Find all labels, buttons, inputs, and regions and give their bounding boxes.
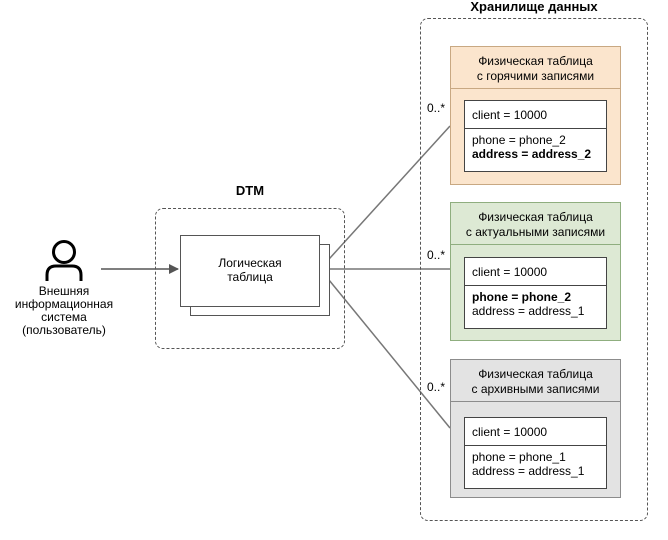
multiplicity-archive: 0..* xyxy=(427,380,446,394)
actor-label-4: (пользователь) xyxy=(22,323,106,337)
current-header-line-2: с актуальными записями xyxy=(465,225,606,239)
archive-records-table: Физическая таблица с архивными записями … xyxy=(450,359,621,498)
actor-label-1: Внешняя xyxy=(38,284,90,298)
actor-label: Внешняя информационная система (пользова… xyxy=(4,285,124,337)
current-record: client = 10000 phone = phone_2 address =… xyxy=(464,257,607,329)
logical-table-label-1: Логическая xyxy=(218,256,282,270)
hot-record-address: address = address_2 xyxy=(472,147,592,161)
actor-label-3: система xyxy=(41,310,87,324)
dtm-title: DTM xyxy=(235,183,265,198)
hot-header-line-1: Физическая таблица xyxy=(478,54,593,68)
hot-records-table: Физическая таблица с горячими записями c… xyxy=(450,46,621,185)
logical-table: Логическая таблица xyxy=(180,235,320,307)
archive-record-address: address = address_1 xyxy=(472,464,585,478)
storage-title: Хранилище данных xyxy=(470,0,598,14)
archive-record: client = 10000 phone = phone_1 address =… xyxy=(464,417,607,489)
current-records-table: Физическая таблица с актуальными записям… xyxy=(450,202,621,341)
hot-record-phone: phone = phone_2 xyxy=(472,133,566,147)
hot-record: client = 10000 phone = phone_2 address =… xyxy=(464,100,607,172)
archive-header-line-1: Физическая таблица xyxy=(478,367,593,381)
multiplicity-hot: 0..* xyxy=(427,101,446,115)
current-record-phone: phone = phone_2 xyxy=(472,290,572,304)
storage-container xyxy=(420,18,648,521)
archive-record-phone: phone = phone_1 xyxy=(472,450,566,464)
hot-records-table-header: Физическая таблица с горячими записями xyxy=(451,47,620,89)
current-header-line-1: Физическая таблица xyxy=(478,210,593,224)
link-hot-table xyxy=(319,125,451,270)
actor-label-2: информационная xyxy=(14,297,114,311)
multiplicity-current: 0..* xyxy=(427,248,446,262)
logical-table-label-2: таблица xyxy=(227,270,273,284)
archive-records-table-header: Физическая таблица с архивными записями xyxy=(451,360,620,402)
user-icon xyxy=(45,240,83,281)
archive-record-client: client = 10000 xyxy=(465,418,606,446)
dtm-container xyxy=(155,208,345,349)
link-archive-table xyxy=(319,268,451,429)
current-record-address: address = address_1 xyxy=(472,304,585,318)
hot-header-line-2: с горячими записями xyxy=(476,69,595,83)
archive-header-line-2: с архивными записями xyxy=(471,382,600,396)
current-record-client: client = 10000 xyxy=(465,258,606,286)
current-records-table-header: Физическая таблица с актуальными записям… xyxy=(451,203,620,245)
hot-record-client: client = 10000 xyxy=(465,101,606,129)
